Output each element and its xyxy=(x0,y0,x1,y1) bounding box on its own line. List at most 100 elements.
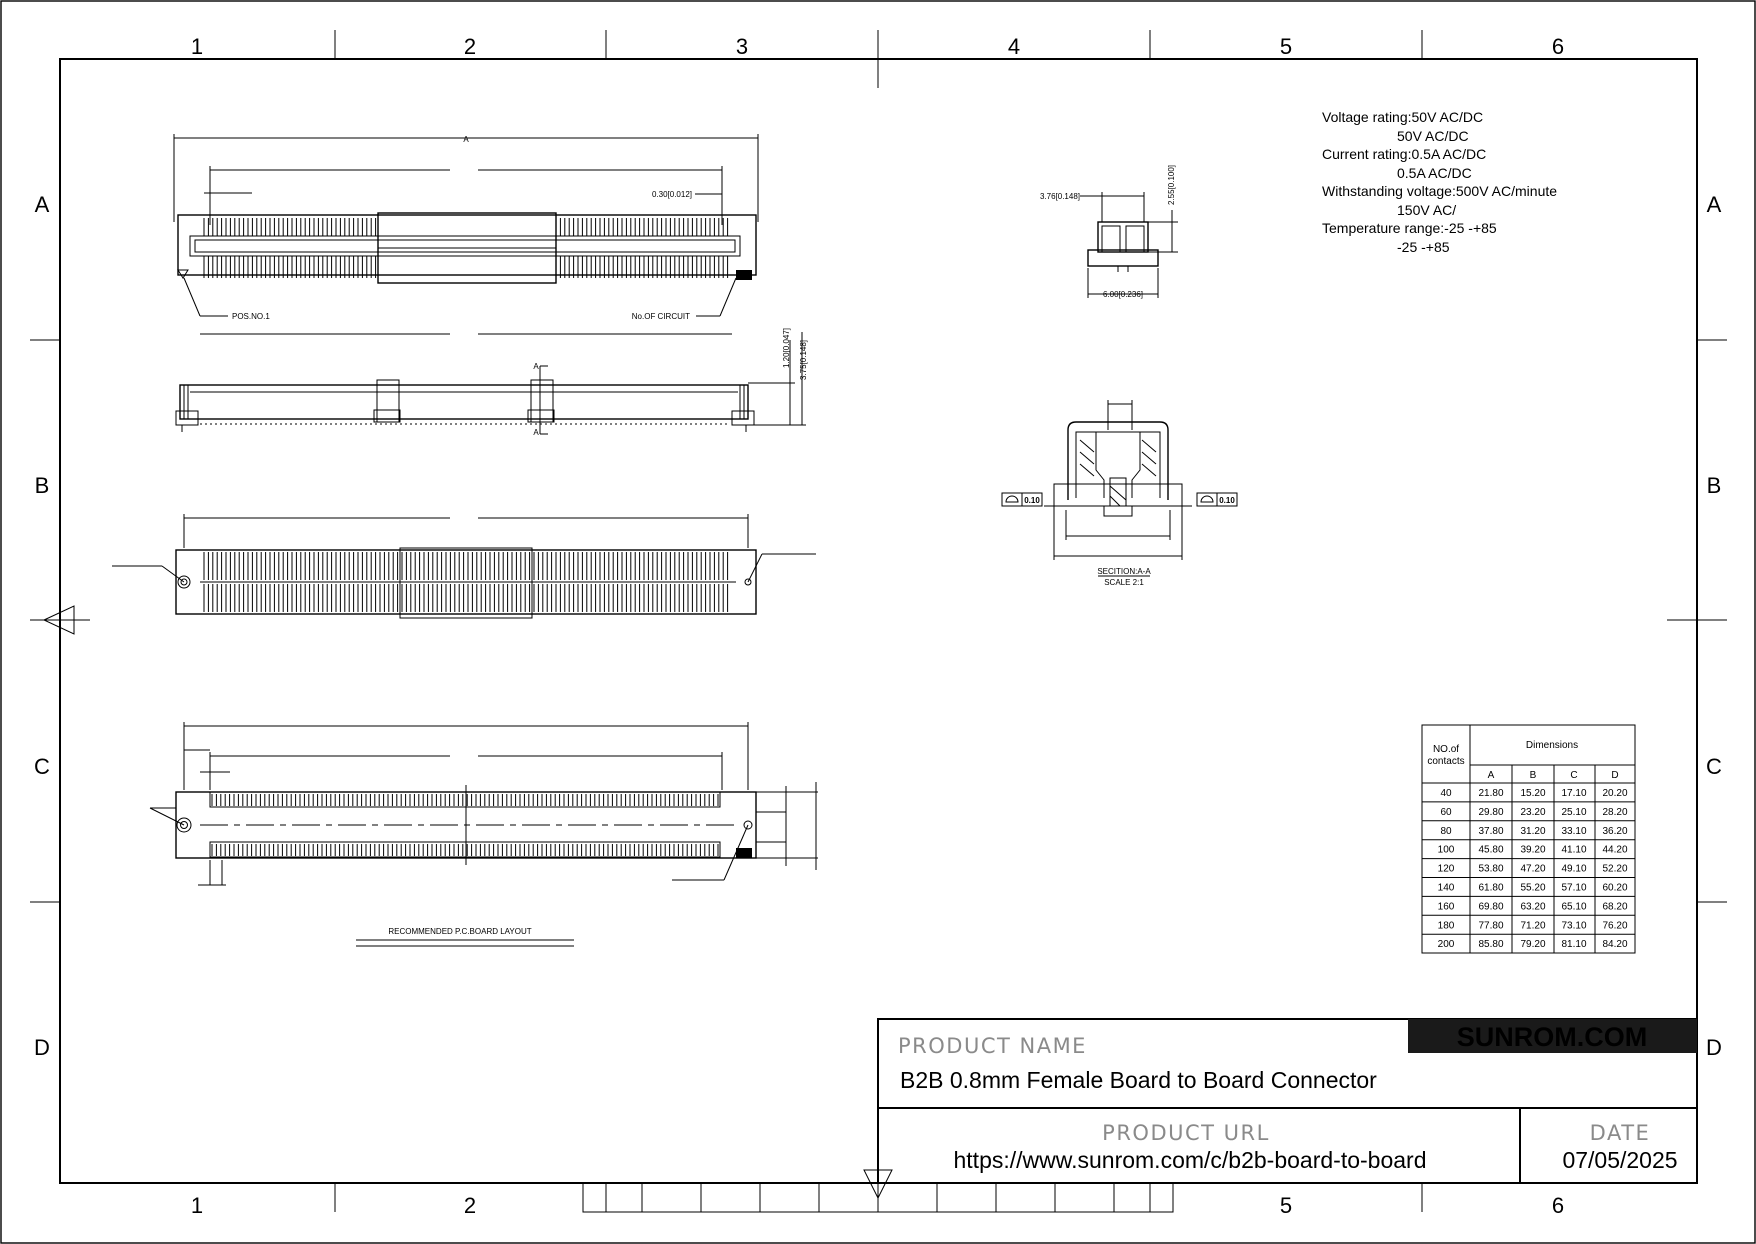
spec-voltage-rating: Voltage rating:50V AC/DC xyxy=(1322,109,1483,125)
pcb-layout-view xyxy=(149,722,818,947)
table-cell-value: 60.20 xyxy=(1602,883,1627,894)
table-cell-value: 45.80 xyxy=(1478,845,1503,856)
table-cell-value: 55.20 xyxy=(1520,883,1545,894)
section-mark-top: A xyxy=(533,362,539,371)
spec-current-rating-2: 0.5A AC/DC xyxy=(1397,165,1472,181)
table-cell-value: 84.20 xyxy=(1602,939,1627,950)
bottom-ruler xyxy=(582,1182,1174,1213)
zone-col-4-top: 4 xyxy=(1008,34,1020,59)
zone-col-5-bottom: 5 xyxy=(1280,1193,1292,1218)
product-url: https://www.sunrom.com/c/b2b-board-to-bo… xyxy=(954,1147,1427,1173)
zone-row-d-right: D xyxy=(1706,1035,1722,1060)
table-cell-value: 63.20 xyxy=(1520,901,1545,912)
table-cell-value: 65.10 xyxy=(1561,901,1586,912)
zone-col-6-bottom: 6 xyxy=(1552,1193,1564,1218)
table-cell-contacts: 120 xyxy=(1438,864,1455,875)
table-cell-value: 77.80 xyxy=(1478,920,1503,931)
title-block xyxy=(877,1018,1698,1184)
table-col-a: A xyxy=(1488,770,1495,781)
table-cell-value: 36.20 xyxy=(1602,826,1627,837)
table-cell-contacts: 140 xyxy=(1438,883,1455,894)
zone-row-b-right: B xyxy=(1707,473,1722,498)
table-cell-value: 23.20 xyxy=(1520,807,1545,818)
table-cell-contacts: 80 xyxy=(1440,826,1452,837)
zone-col-1-bottom: 1 xyxy=(191,1193,203,1218)
table-cell-contacts: 180 xyxy=(1438,920,1455,931)
dim-height-2: 3.75[0.148] xyxy=(799,340,808,380)
table-cell-value: 85.80 xyxy=(1478,939,1503,950)
spec-voltage-rating-2: 50V AC/DC xyxy=(1397,128,1469,144)
table-col-c: C xyxy=(1570,770,1577,781)
zone-row-c-right: C xyxy=(1706,754,1722,779)
spec-withstanding-voltage: Withstanding voltage:500V AC/minute xyxy=(1322,183,1557,199)
table-cell-value: 37.80 xyxy=(1478,826,1503,837)
spec-temperature-range: Temperature range:-25 -+85 xyxy=(1322,220,1497,236)
flatness-left: 0.10 xyxy=(1024,496,1040,505)
dim-side-width-top: 3.76[0.148] xyxy=(1040,192,1080,201)
zone-row-a-left: A xyxy=(35,192,50,217)
table-cell-contacts: 100 xyxy=(1438,845,1455,856)
table-cell-contacts: 160 xyxy=(1438,901,1455,912)
table-cell-value: 52.20 xyxy=(1602,864,1627,875)
table-cell-value: 57.10 xyxy=(1561,883,1586,894)
product-name: B2B 0.8mm Female Board to Board Connecto… xyxy=(900,1067,1377,1093)
table-cell-value: 49.10 xyxy=(1561,864,1586,875)
table-cell-value: 76.20 xyxy=(1602,920,1627,931)
table-cell-value: 25.10 xyxy=(1561,807,1586,818)
table-header-contacts-1: NO.of xyxy=(1433,744,1459,755)
dim-pitch: 0.30[0.012] xyxy=(652,190,692,199)
zone-col-6-top: 6 xyxy=(1552,34,1564,59)
table-cell-value: 15.20 xyxy=(1520,788,1545,799)
table-cell-value: 20.20 xyxy=(1602,788,1627,799)
pin-array-top xyxy=(203,218,729,278)
table-cell-value: 28.20 xyxy=(1602,807,1627,818)
table-cell-value: 47.20 xyxy=(1520,864,1545,875)
spec-withstanding-voltage-2: 150V AC/ xyxy=(1397,202,1456,218)
connector-side-view xyxy=(175,332,806,435)
table-cell-value: 44.20 xyxy=(1602,845,1627,856)
pin-array-pcb xyxy=(211,794,719,856)
pos-no-1-label: POS.NO.1 xyxy=(232,312,270,321)
table-cell-value: 41.10 xyxy=(1561,845,1586,856)
product-url-label: PRODUCT URL xyxy=(1102,1121,1270,1145)
section-title: SECITION:A-A xyxy=(1097,567,1151,576)
table-cell-value: 17.10 xyxy=(1561,788,1586,799)
zone-col-5-top: 5 xyxy=(1280,34,1292,59)
zone-row-a-right: A xyxy=(1707,192,1722,217)
connector-bottom-view xyxy=(112,514,816,619)
section-aa-view xyxy=(1001,400,1238,577)
connector-top-view xyxy=(173,134,759,335)
table-col-b: B xyxy=(1530,770,1537,781)
specifications: Voltage rating:50V AC/DC 50V AC/DC Curre… xyxy=(1322,109,1557,255)
zone-row-d-left: D xyxy=(34,1035,50,1060)
table-col-d: D xyxy=(1611,770,1618,781)
section-scale: SCALE 2:1 xyxy=(1104,578,1144,587)
table-cell-value: 81.10 xyxy=(1561,939,1586,950)
dim-a-label: A xyxy=(463,135,469,144)
connector-end-view xyxy=(1080,192,1178,298)
table-cell-value: 79.20 xyxy=(1520,939,1545,950)
table-cell-value: 61.80 xyxy=(1478,883,1503,894)
spec-temperature-range-2: -25 -+85 xyxy=(1397,239,1450,255)
table-cell-value: 71.20 xyxy=(1520,920,1545,931)
table-cell-value: 53.80 xyxy=(1478,864,1503,875)
dim-side-height: 2.55[0.100] xyxy=(1167,165,1176,205)
zone-col-2-bottom: 2 xyxy=(464,1193,476,1218)
table-header-dimensions: Dimensions xyxy=(1526,740,1578,751)
no-of-circuit-label: No.OF CIRCUIT xyxy=(632,312,690,321)
product-name-label: PRODUCT NAME xyxy=(898,1034,1087,1058)
table-cell-value: 21.80 xyxy=(1478,788,1503,799)
zone-row-c-left: C xyxy=(34,754,50,779)
pcb-layout-title: RECOMMENDED P.C.BOARD LAYOUT xyxy=(388,927,531,936)
table-cell-value: 33.10 xyxy=(1561,826,1586,837)
brand-logo: SUNROM.COM xyxy=(1457,1022,1648,1052)
table-cell-contacts: 200 xyxy=(1438,939,1455,950)
table-header-contacts-2: contacts xyxy=(1427,756,1464,767)
brand-logo-background xyxy=(1408,1019,1697,1053)
table-cell-value: 73.10 xyxy=(1561,920,1586,931)
dim-side-width-bottom: 6.00[0.236] xyxy=(1103,290,1143,299)
dim-height-1: 1.20[0.047] xyxy=(782,328,791,368)
